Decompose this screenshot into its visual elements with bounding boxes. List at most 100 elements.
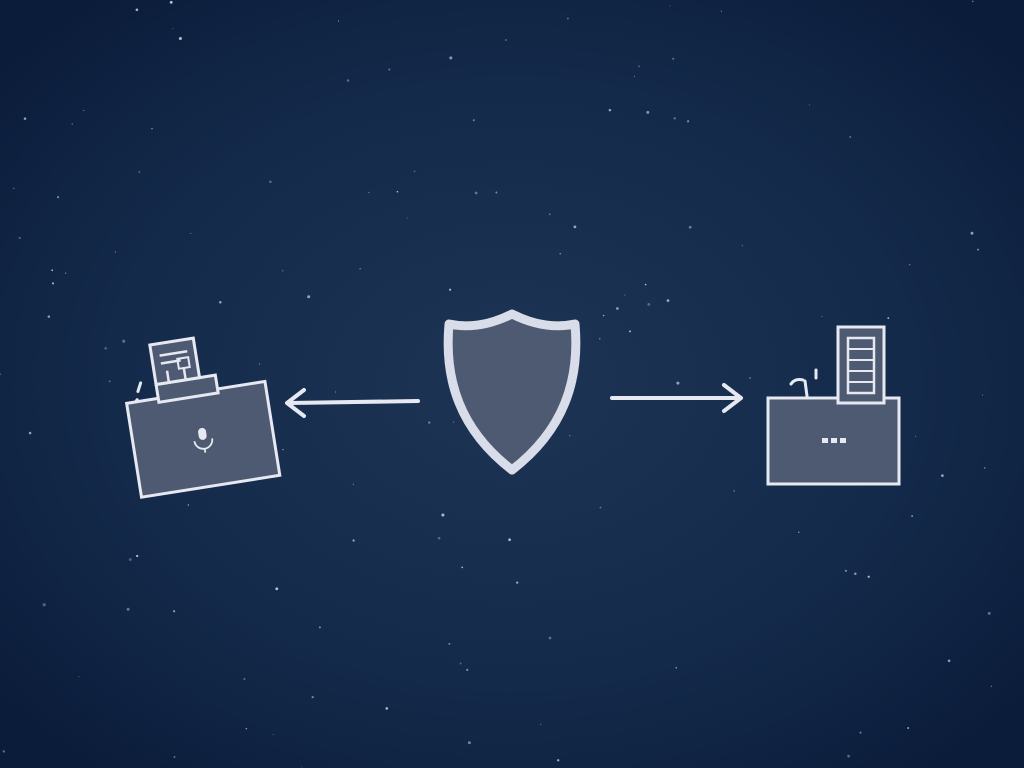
star: [569, 434, 571, 437]
star: [23, 117, 27, 120]
star: [602, 314, 605, 317]
microphone-icon: [193, 427, 214, 453]
star: [821, 315, 823, 318]
star: [633, 75, 636, 77]
star: [368, 191, 370, 194]
star: [187, 504, 190, 506]
star: [548, 213, 551, 216]
star: [461, 566, 464, 569]
star: [647, 302, 651, 306]
star: [114, 251, 117, 253]
star: [459, 662, 462, 665]
starfield: [0, 0, 993, 768]
star: [437, 536, 441, 540]
star: [78, 676, 80, 678]
star: [396, 190, 399, 193]
star: [307, 295, 311, 299]
shield-icon: [443, 309, 581, 475]
star: [548, 636, 552, 640]
star: [126, 607, 130, 611]
star: [847, 754, 850, 758]
star: [135, 8, 139, 12]
star: [516, 581, 519, 584]
star: [388, 68, 391, 71]
star: [449, 56, 453, 60]
star: [941, 474, 944, 477]
star: [673, 117, 676, 120]
star: [0, 373, 2, 376]
star: [495, 191, 498, 194]
ellipsis-icon: [822, 438, 846, 443]
star: [173, 756, 176, 758]
star: [990, 685, 993, 687]
arrow-left-icon: [285, 388, 420, 418]
star: [359, 268, 361, 270]
star: [28, 431, 32, 435]
star: [2, 750, 5, 753]
star: [720, 10, 723, 12]
star: [441, 513, 445, 517]
star: [42, 603, 46, 607]
star: [352, 483, 354, 485]
star: [71, 123, 73, 125]
star: [573, 225, 577, 229]
star: [971, 0, 974, 3]
star: [859, 731, 862, 734]
star: [385, 707, 389, 710]
star: [318, 626, 321, 629]
star: [915, 435, 917, 438]
star: [798, 531, 800, 534]
star: [413, 170, 416, 173]
star: [282, 448, 284, 451]
star: [64, 272, 67, 274]
star: [599, 338, 601, 340]
star: [51, 269, 54, 272]
star: [508, 538, 511, 542]
star: [599, 506, 602, 509]
star: [311, 695, 314, 699]
star: [449, 288, 452, 291]
star: [337, 20, 340, 22]
open-box-icon: [124, 336, 282, 499]
star: [981, 394, 984, 396]
star: [616, 307, 619, 310]
star: [272, 733, 274, 736]
star: [243, 677, 246, 681]
star: [448, 642, 451, 645]
star: [505, 39, 507, 41]
star: [749, 377, 751, 379]
star: [346, 79, 350, 82]
star: [854, 572, 857, 576]
star: [467, 741, 471, 745]
star: [638, 65, 640, 68]
star: [281, 269, 284, 272]
star: [108, 380, 111, 383]
star: [151, 127, 153, 130]
star: [138, 170, 141, 173]
star: [646, 110, 650, 114]
star: [122, 339, 126, 343]
star: [136, 554, 139, 558]
star: [983, 467, 986, 469]
star: [686, 120, 690, 123]
star: [275, 587, 279, 591]
star: [128, 558, 132, 561]
star: [977, 248, 980, 251]
star: [472, 119, 475, 122]
star: [911, 515, 913, 517]
star: [887, 317, 890, 320]
star: [741, 245, 743, 247]
star: [335, 391, 337, 393]
star: [259, 363, 261, 365]
star: [970, 231, 974, 235]
star: [219, 301, 222, 304]
star: [466, 668, 469, 672]
star: [849, 136, 852, 138]
star: [18, 236, 21, 240]
star: [47, 315, 51, 318]
star: [867, 575, 870, 578]
star: [245, 727, 248, 730]
star: [13, 187, 15, 190]
star: [104, 346, 108, 350]
star: [540, 723, 542, 725]
